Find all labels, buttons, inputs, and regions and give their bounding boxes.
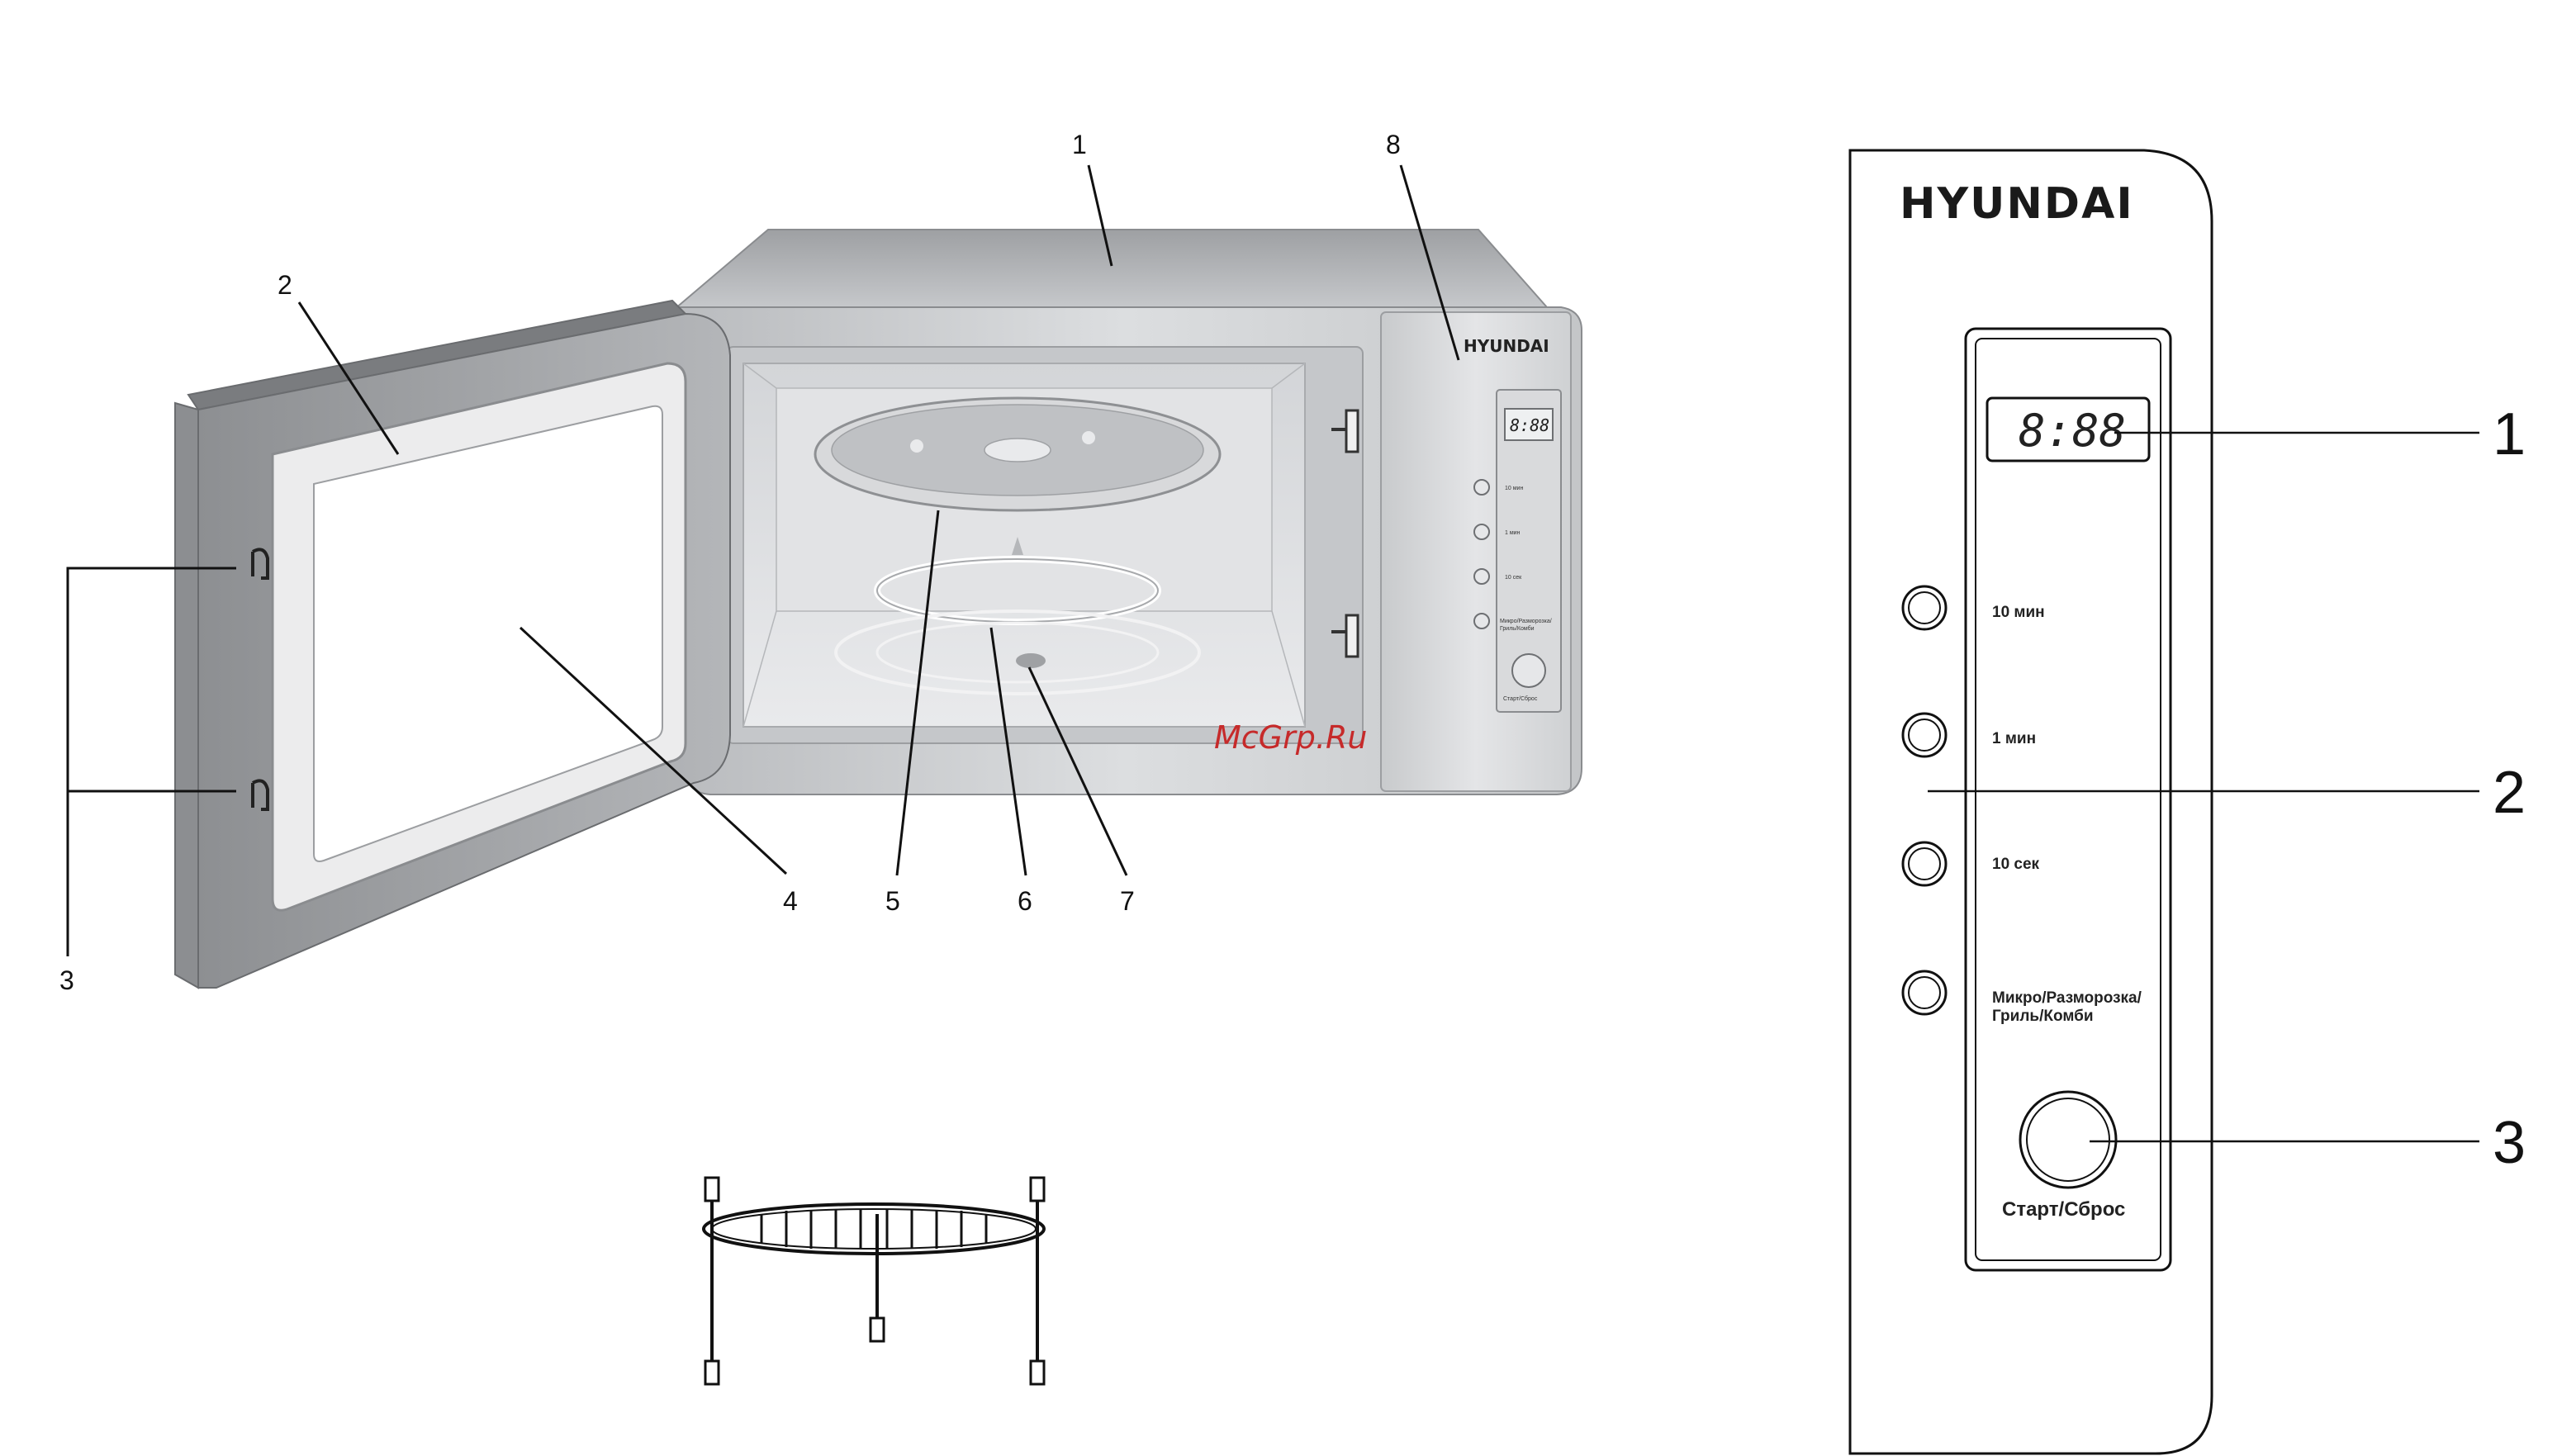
panel-outline: [1850, 150, 2212, 1454]
display-readout: 8:88: [2019, 405, 2126, 457]
callout-2: 2: [278, 270, 292, 300]
svg-text:1 мин: 1 мин: [1505, 530, 1521, 536]
button-1-min-label: 1 мин: [1992, 730, 2036, 747]
button-mode-label-line1: Микро/Разморозка/: [1992, 989, 2142, 1007]
svg-text:10 мин: 10 мин: [1505, 486, 1523, 491]
panel-brand-logo: HYUNDAI: [1900, 179, 2134, 229]
svg-text:Микро/Разморозка/: Микро/Разморозка/: [1500, 619, 1552, 624]
control-panel-detail: HYUNDAI 8:88 10 мин 1 мин 10 сек Микро/Р…: [1850, 150, 2526, 1454]
callout-4: 4: [783, 886, 798, 916]
button-mode-label-line2: Гриль/Комби: [1992, 1008, 2094, 1025]
start-reset-button[interactable]: [2020, 1092, 2116, 1188]
door-outer-frame: [175, 403, 198, 988]
microwave-illustration: HYUNDAI 8:88 10 мин 1 мин 10 сек Микро/Р…: [175, 230, 1582, 988]
callout-8: 8: [1386, 130, 1401, 159]
microwave-door: [175, 301, 730, 988]
panel-callout-3: 3: [2493, 1110, 2526, 1176]
turntable-coupler: [1016, 653, 1046, 668]
callout-6: 6: [1018, 886, 1032, 916]
svg-text:Старт/Сброс: Старт/Сброс: [1503, 695, 1538, 702]
panel-brand-small: HYUNDAI: [1464, 336, 1549, 356]
callout-5: 5: [885, 886, 900, 916]
callout-7: 7: [1120, 886, 1135, 916]
button-10-min-label: 10 мин: [1992, 604, 2045, 621]
button-10-sec-label: 10 сек: [1992, 856, 2040, 873]
svg-text:8:88: 8:88: [1510, 415, 1549, 435]
watermark: McGrp.Ru: [1214, 719, 1367, 756]
callout-3: 3: [59, 965, 74, 995]
svg-text:Гриль/Комби: Гриль/Комби: [1500, 625, 1535, 632]
callout-1: 1: [1072, 130, 1087, 159]
panel-callout-1: 1: [2493, 401, 2526, 467]
microwave-top-surface: [669, 230, 1553, 314]
panel-callout-2: 2: [2493, 760, 2526, 826]
start-reset-label: Старт/Сброс: [2002, 1198, 2125, 1221]
wire-grill-rack: [704, 1178, 1044, 1384]
panel-start-button-small: [1512, 654, 1545, 687]
svg-text:10 сек: 10 сек: [1505, 575, 1522, 581]
